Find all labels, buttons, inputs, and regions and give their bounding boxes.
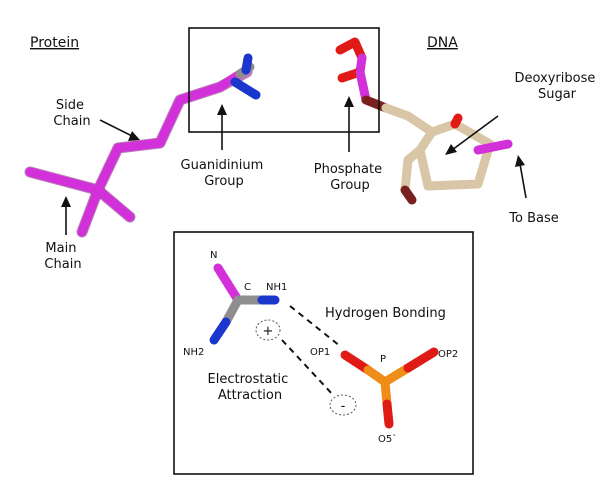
side-chain-label-line2: Chain: [53, 114, 90, 129]
protein-header: Protein: [30, 35, 79, 51]
svg-text:Side Chain: Side Chain: [53, 98, 90, 129]
to-base-label: To Base: [508, 211, 558, 226]
atom-label-op2: OP2: [438, 349, 458, 360]
electrostatic-label-line1: Electrostatic: [208, 372, 289, 387]
main-chain-stick: [25, 167, 103, 195]
svg-text:Electrostatic Attraction: Electrostatic Attraction: [208, 372, 293, 403]
electrostatic-label-line2: Attraction: [218, 388, 282, 403]
guanidinium-bond-nh2: [230, 77, 261, 100]
main-chain-branch-1: [77, 185, 103, 237]
positive-charge-circle: [255, 319, 281, 341]
svg-text:Guanidinium Group: Guanidinium Group: [181, 158, 268, 189]
arginine-stick-model: [24, 53, 261, 238]
guanidinium-label-line1: Guanidinium: [181, 158, 264, 173]
positive-charge-sign: +: [263, 324, 274, 339]
pointer-arrows: [61, 96, 527, 235]
dna-header: DNA: [427, 35, 458, 51]
svg-text:Deoxyribose Sugar: Deoxyribose Sugar: [514, 71, 599, 102]
inset-phosphate: [340, 347, 439, 429]
main-chain-label-line2: Chain: [44, 257, 81, 272]
atom-label-nh2: NH2: [183, 347, 204, 358]
main-chain-label-line1: Main: [45, 241, 76, 256]
sugar-ring: [415, 119, 495, 191]
phosphate-oxygen-top: [335, 37, 367, 63]
inset-guanidinium: [209, 263, 280, 345]
main-chain-branch-2: [93, 185, 135, 222]
atom-label-n: N: [210, 250, 217, 261]
side-chain-stick: [93, 82, 225, 195]
negative-charge-sign: -: [341, 399, 346, 414]
to-base-stick: [473, 139, 513, 155]
svg-text:Phosphate Group: Phosphate Group: [314, 162, 387, 193]
atom-label-nh1: NH1: [266, 282, 287, 293]
electrostatic-dash: [281, 339, 335, 397]
atom-label-op1: OP1: [310, 347, 330, 358]
phosphate-label-line1: Phosphate: [314, 162, 382, 177]
atom-label-o5: O5`: [378, 433, 397, 445]
atom-label-c: C: [244, 282, 251, 293]
guanidinium-label-line2: Group: [204, 174, 244, 189]
deoxyribose-label-line1: Deoxyribose: [514, 71, 595, 86]
atom-label-p: P: [380, 354, 386, 365]
side-chain-label-line1: Side: [56, 98, 84, 113]
negative-charge-circle: [329, 394, 357, 416]
deoxyribose-label-line2: Sugar: [538, 87, 577, 102]
hydrogen-bonding-label: Hydrogen Bonding: [325, 306, 446, 321]
interaction-dashes: [281, 305, 341, 397]
svg-text:Main Chain: Main Chain: [44, 241, 81, 272]
interaction-highlight-box: [188, 27, 380, 133]
dna-stick-model: [335, 37, 513, 205]
phosphate-label-line2: Group: [330, 178, 370, 193]
inset-box: [173, 231, 474, 475]
